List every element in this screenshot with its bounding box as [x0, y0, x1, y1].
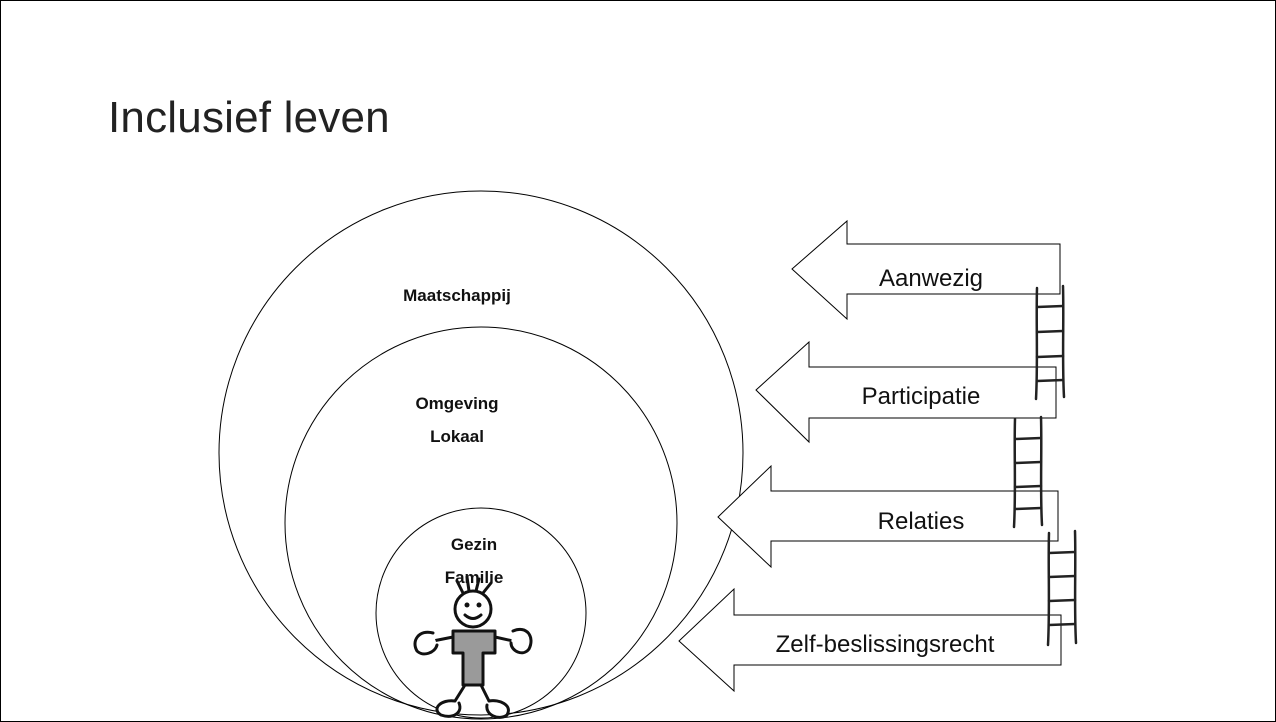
- arrow-relaties: [717, 464, 1059, 569]
- inner-circle-gezin: [375, 507, 587, 719]
- arrow-aanwezig-label: Aanwezig: [879, 265, 983, 292]
- slide-title: Inclusief leven: [108, 93, 390, 142]
- ladder-icon: [1012, 415, 1044, 529]
- ladder-icon: [1046, 529, 1078, 647]
- inner-circle-label-line2: Familie: [445, 568, 504, 587]
- outer-circle-maatschappij: [218, 190, 744, 716]
- middle-circle-label-line2: Lokaal: [430, 427, 484, 446]
- arrow-participatie: [755, 340, 1057, 444]
- middle-circle-label-line1: Omgeving: [415, 394, 498, 413]
- outer-circle-label: Maatschappij: [403, 286, 511, 305]
- inner-circle-label-line1: Gezin: [451, 535, 497, 554]
- ladder-icon: [1034, 284, 1066, 401]
- stick-figure-icon: [413, 575, 533, 719]
- arrow-zelf-beslissingsrecht-label: Zelf-beslissingsrecht: [776, 631, 995, 658]
- arrow-participatie-label: Participatie: [862, 383, 981, 410]
- arrow-aanwezig: [791, 219, 1061, 321]
- middle-circle-omgeving: [284, 326, 678, 720]
- arrow-relaties-label: Relaties: [878, 508, 965, 535]
- arrow-zelf-beslissingsrecht: [678, 587, 1062, 693]
